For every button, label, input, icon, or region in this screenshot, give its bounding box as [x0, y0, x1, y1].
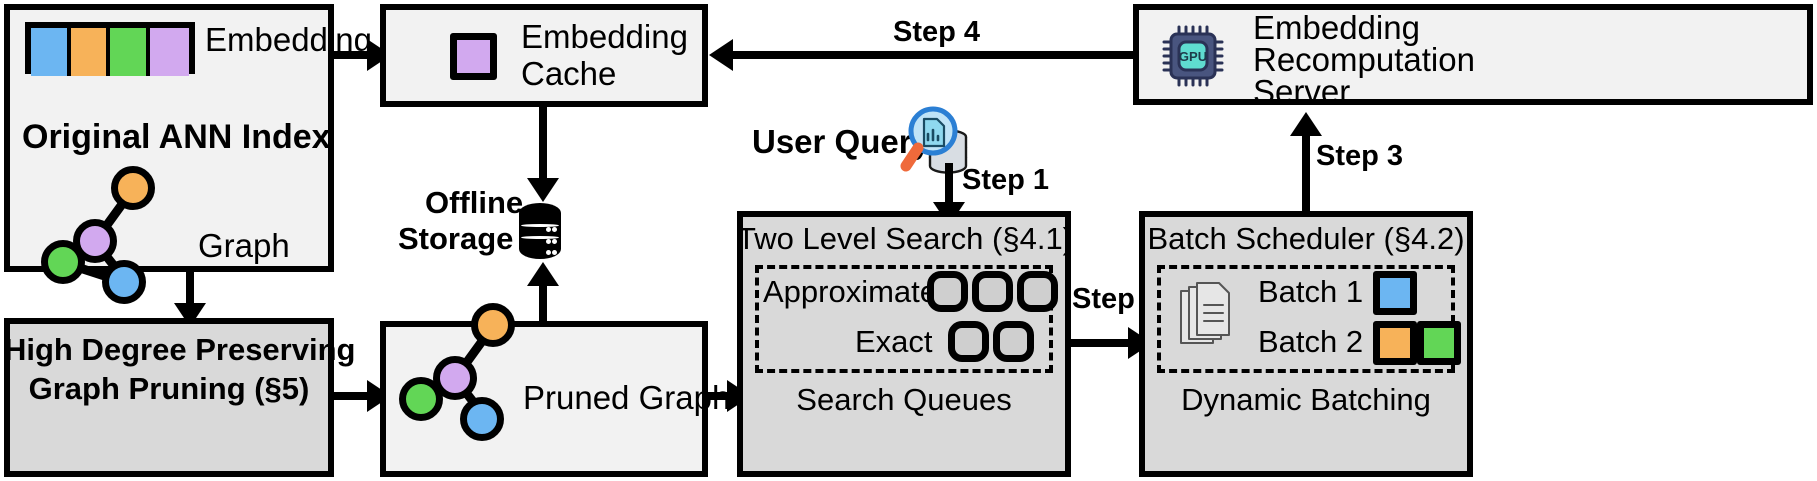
embedding-cache-swatch: [450, 33, 497, 80]
embedding-cache-box: [380, 4, 708, 107]
embedding-cell-orange: [70, 28, 111, 76]
arrow-step2-line: [1071, 339, 1137, 347]
recomputation-server-line1: Embedding: [1253, 9, 1420, 46]
batch2-swatch-orange: [1373, 321, 1417, 365]
exact-queue-slot[interactable]: [993, 321, 1034, 362]
recomputation-server-line2: Recomputation: [1253, 41, 1475, 78]
batch-scheduler-title: Batch Scheduler (§4.2): [1147, 221, 1465, 256]
graph-node-orange: [111, 166, 155, 210]
gpu-chip-text: GPU: [1179, 49, 1207, 64]
batch1-swatch-blue: [1373, 271, 1417, 315]
pruned-node-blue: [460, 397, 504, 441]
approximate-row-label: Approximate: [763, 274, 938, 309]
embedding-strip: [25, 22, 195, 76]
search-queues-footer: Search Queues: [796, 382, 1012, 417]
step4-label: Step 4: [893, 16, 981, 48]
arrow-cache-to-storage-line: [539, 107, 547, 183]
embedding-cell-purple: [150, 28, 189, 76]
batch1-label: Batch 1: [1258, 274, 1364, 309]
embedding-cache-title-line1: Embedding: [521, 18, 688, 55]
pruned-node-purple: [433, 356, 477, 400]
approximate-queue-slot[interactable]: [972, 271, 1013, 312]
step3-label: Step 3: [1316, 140, 1404, 172]
exact-row-label: Exact: [855, 324, 933, 359]
database-cylinder-icon: [519, 203, 561, 259]
offline-storage-label-line2: Storage: [398, 221, 514, 256]
batch2-label: Batch 2: [1258, 324, 1364, 359]
approximate-queue-slot[interactable]: [927, 271, 968, 312]
dynamic-batching-footer: Dynamic Batching: [1181, 382, 1431, 417]
two-level-search-title: Two Level Search (§4.1): [737, 221, 1074, 256]
graph-node-green: [41, 240, 85, 284]
embedding-cell-blue: [31, 28, 71, 76]
arrow-step4-head: [709, 39, 733, 71]
graph-node-blue: [102, 260, 146, 304]
approximate-queue-slot[interactable]: [1017, 271, 1058, 312]
graph-pruning-title-line1: High Degree Preserving: [4, 332, 356, 367]
dynamic-batching-dashed-region: [1157, 265, 1455, 373]
arrow-index-to-pruning-line: [186, 272, 194, 308]
gpu-chip-icon: GPU: [1162, 25, 1224, 87]
arrow-step3-head: [1290, 112, 1322, 136]
batch2-swatch-green: [1417, 321, 1461, 365]
pruned-node-green: [399, 377, 443, 421]
user-query-search-icon: [900, 106, 968, 174]
search-queues-dashed-region: [755, 265, 1053, 373]
recomputation-server-box: [1133, 4, 1813, 105]
exact-queue-slot[interactable]: [948, 321, 989, 362]
arrow-pruned-to-storage-head: [527, 262, 559, 286]
recomputation-server-line3: Server: [1253, 73, 1351, 110]
arrow-pruned-to-storage-line: [539, 285, 547, 321]
pruned-node-orange: [471, 303, 515, 347]
embedding-cell-green: [110, 28, 151, 76]
embedding-cache-title-line2: Cache: [521, 55, 617, 92]
graph-node-purple: [73, 219, 117, 263]
graph-pruning-box: [4, 318, 334, 477]
arrow-step3-line: [1302, 135, 1310, 211]
arrow-pruned-to-search-line: [708, 392, 736, 400]
arrow-pruning-to-pruned-line: [334, 392, 372, 400]
graph-label: Graph: [198, 227, 290, 264]
offline-storage-label-line1: Offline: [425, 185, 524, 220]
documents-icon: [1180, 282, 1230, 344]
step1-label: Step 1: [962, 164, 1050, 196]
arrow-step4-line: [733, 51, 1133, 59]
graph-pruning-title-line2: Graph Pruning (§5): [28, 371, 310, 406]
arrow-step1-line: [945, 163, 953, 207]
arrow-cache-to-storage-head: [527, 178, 559, 202]
pruned-graph-label: Pruned Graph: [523, 379, 731, 416]
arrow-index-to-cache-line: [334, 51, 372, 59]
original-ann-index-title: Original ANN Index: [22, 118, 331, 156]
